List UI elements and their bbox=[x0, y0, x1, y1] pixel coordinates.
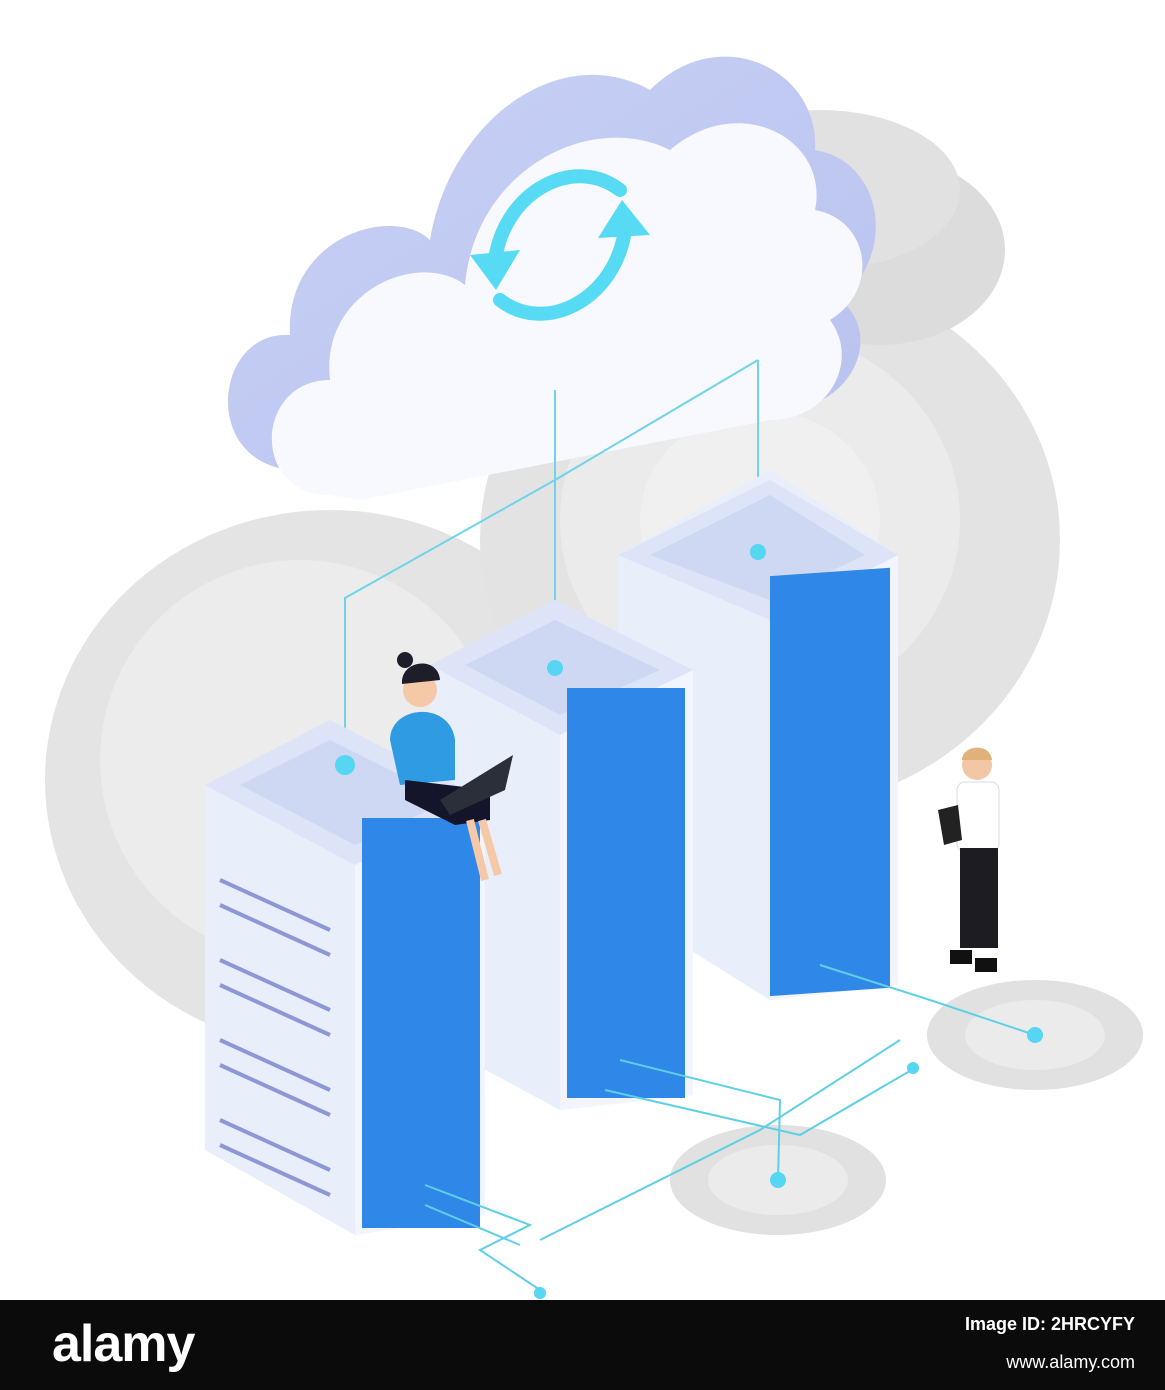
stock-footer: alamy Image ID: 2HRCYFY www.alamy.com bbox=[0, 1300, 1165, 1390]
server-rack-1 bbox=[205, 720, 485, 1235]
server-rack-3 bbox=[618, 470, 898, 1000]
alamy-logo: alamy bbox=[52, 1315, 195, 1373]
image-id: Image ID: 2HRCYFY bbox=[964, 1314, 1135, 1334]
server-rack-2 bbox=[430, 600, 693, 1110]
cloud-server-illustration bbox=[45, 56, 1143, 1299]
ground-connectors bbox=[424, 964, 1043, 1299]
woman-with-laptop bbox=[390, 652, 513, 881]
sync-arrows-icon bbox=[488, 169, 632, 321]
cloud-icon bbox=[227, 56, 876, 500]
site-url: www.alamy.com bbox=[1006, 1352, 1135, 1372]
man-with-tablet bbox=[938, 747, 1000, 972]
